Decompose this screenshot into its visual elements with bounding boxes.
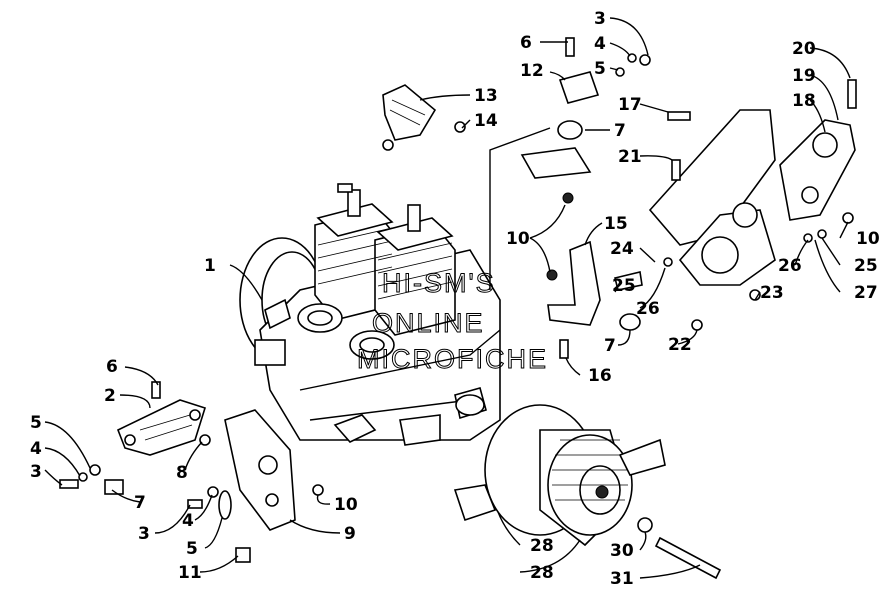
callout-13: 13 <box>474 86 498 106</box>
callout-4c: 4 <box>594 34 606 54</box>
callout-5c: 5 <box>594 59 606 79</box>
callout-1: 1 <box>204 256 216 276</box>
callout-9: 9 <box>344 524 356 544</box>
brake-caliper-assembly <box>614 79 857 331</box>
callout-17: 17 <box>618 95 642 115</box>
callout-25: 25 <box>612 276 636 296</box>
callout-31: 31 <box>610 569 634 589</box>
callout-10: 10 <box>334 495 358 515</box>
callout-7c: 7 <box>604 336 616 356</box>
callout-27: 27 <box>854 283 878 303</box>
callout-20: 20 <box>792 39 816 59</box>
callout-28: 28 <box>530 536 554 556</box>
watermark-line-3: MICROFICHE <box>357 344 548 374</box>
callout-4: 4 <box>30 439 42 459</box>
callout-23: 23 <box>760 283 784 303</box>
watermark: HI-SM'S ONLINE MICROFICHE <box>357 268 548 375</box>
callout-10b: 10 <box>506 229 530 249</box>
callout-18: 18 <box>792 91 816 111</box>
watermark-line-2: ONLINE <box>372 308 485 338</box>
fasteners <box>59 37 651 563</box>
callout-3: 3 <box>30 462 42 482</box>
callout-11: 11 <box>178 563 202 583</box>
callout-5b: 5 <box>186 539 198 559</box>
callout-15: 15 <box>604 214 628 234</box>
callout-2: 2 <box>104 386 116 406</box>
callout-16: 16 <box>588 366 612 386</box>
callout-7b: 7 <box>614 121 626 141</box>
drive-clutch <box>453 404 722 580</box>
watermark-line-1: HI-SM'S <box>382 268 496 298</box>
callout-labels: 1 2 6 5 4 3 7 8 3 4 5 11 10 9 13 14 6 12… <box>30 9 880 589</box>
callout-30: 30 <box>610 541 634 561</box>
callout-5: 5 <box>30 413 42 433</box>
callout-22: 22 <box>668 335 692 355</box>
callout-26: 26 <box>636 299 660 319</box>
front-engine-mount-bracket <box>116 399 207 456</box>
leader-lines <box>44 17 851 579</box>
torque-arm <box>382 84 437 151</box>
callout-8: 8 <box>176 463 188 483</box>
callout-6: 6 <box>106 357 118 377</box>
callout-12: 12 <box>520 61 544 81</box>
callout-14: 14 <box>474 111 498 131</box>
callout-10c: 10 <box>856 229 880 249</box>
callout-6b: 6 <box>520 33 532 53</box>
engine-assembly <box>239 183 501 446</box>
engine-plate-bracket <box>224 409 296 531</box>
callout-28b: 28 <box>530 563 554 583</box>
callout-24: 24 <box>610 239 634 259</box>
callout-25b: 25 <box>854 256 878 276</box>
callout-3b: 3 <box>138 524 150 544</box>
callout-19: 19 <box>792 66 816 86</box>
callout-7: 7 <box>134 493 146 513</box>
callout-4b: 4 <box>182 511 194 531</box>
callout-21: 21 <box>618 147 642 167</box>
callout-26b: 26 <box>778 256 802 276</box>
callout-3c: 3 <box>594 9 606 29</box>
